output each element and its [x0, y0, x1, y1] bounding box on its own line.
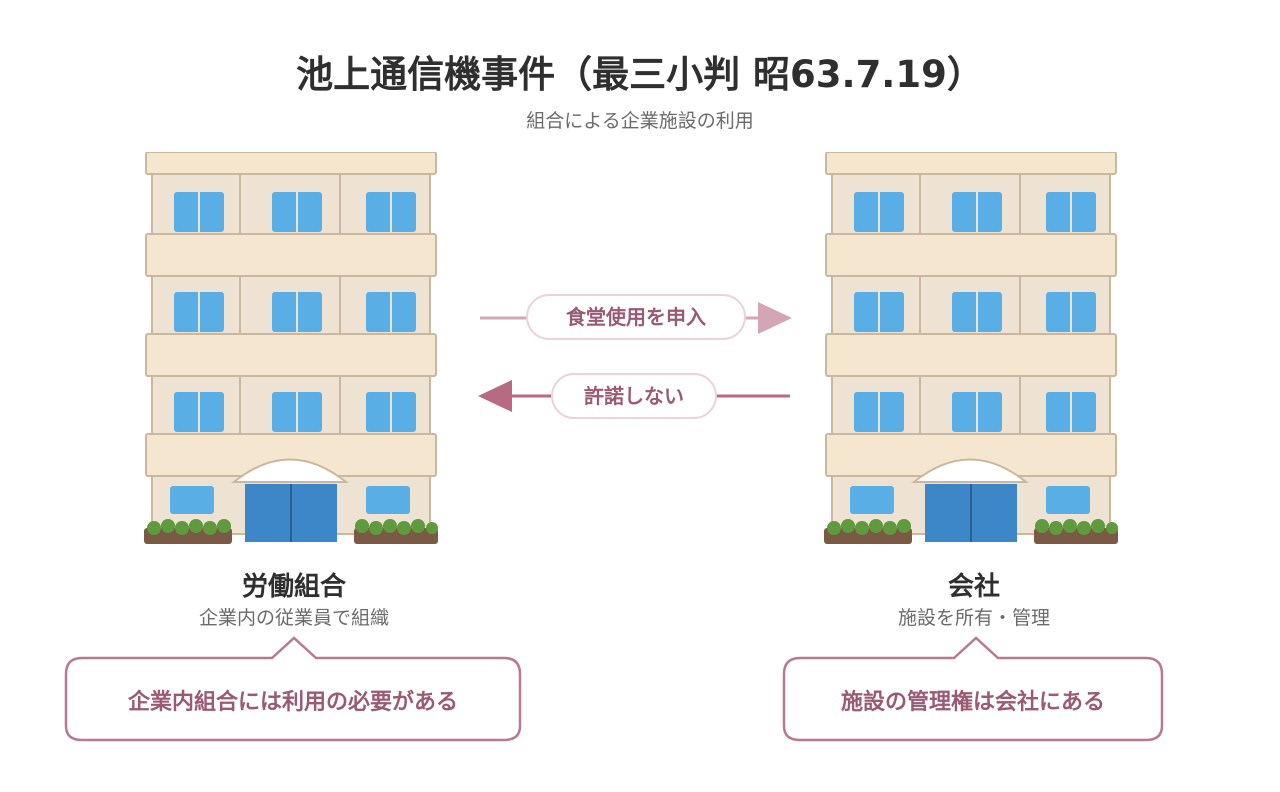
- request-label: 食堂使用を申入: [526, 294, 746, 340]
- company-building-illustration: [824, 152, 1118, 544]
- company-note-text: 施設の管理権は会社にある: [840, 690, 1105, 715]
- company-name: 会社: [947, 572, 1000, 602]
- union-note-bubble: 企業内組合には利用の必要がある: [62, 634, 524, 746]
- union-note-text: 企業内組合には利用の必要がある: [127, 690, 458, 715]
- company-note-bubble-shape: [782, 636, 1164, 742]
- refusal-label: 許諾しない: [551, 373, 717, 419]
- union-building-illustration: [144, 152, 438, 544]
- company-note-bubble: 施設の管理権は会社にある: [780, 634, 1166, 746]
- union-name: 労働組合: [241, 572, 346, 602]
- page-subtitle: 組合による企業施設の利用: [526, 110, 754, 132]
- page-title: 池上通信機事件（最三小判 昭63.7.19）: [296, 53, 984, 96]
- company-description: 施設を所有・管理: [897, 607, 1050, 629]
- union-note-bubble-shape: [64, 636, 522, 742]
- union-description: 企業内の従業員で組織: [198, 607, 389, 629]
